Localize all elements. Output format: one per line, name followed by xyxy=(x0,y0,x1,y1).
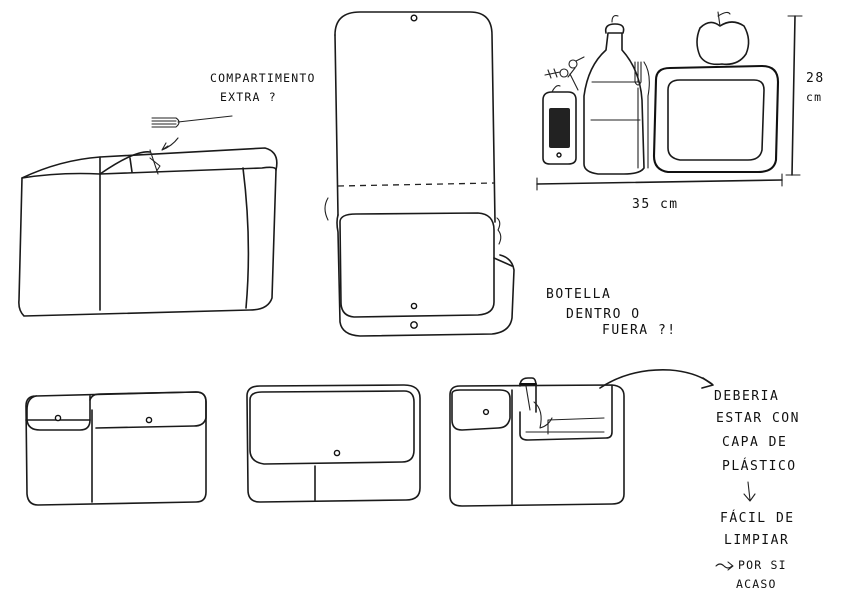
height-dimension-value: 28 xyxy=(806,71,825,86)
two-pocket-bag-sketch xyxy=(25,391,207,506)
height-dimension-unit: cm xyxy=(806,90,822,104)
squiggle-arrow xyxy=(715,561,734,571)
flap-bag-sketch xyxy=(246,384,421,503)
note-line5: FÁCIL DE xyxy=(720,510,795,526)
bottle-label-line1: BOTELLA xyxy=(546,287,611,302)
down-arrow xyxy=(743,481,756,502)
width-dimension-label: 35 cm xyxy=(632,197,679,212)
note-line6: LIMPIAR xyxy=(724,533,789,548)
note-line7: POR SI xyxy=(738,558,787,572)
open-bag-sketch xyxy=(18,115,278,317)
open-compartment-bag-sketch xyxy=(449,377,625,507)
note-line3: CAPA DE xyxy=(722,435,787,450)
note-line2: ESTAR CON xyxy=(716,411,800,426)
note-arrowhead xyxy=(701,377,714,389)
note-line1: DEBERIA xyxy=(714,389,779,404)
compartment-label-line2: EXTRA ? xyxy=(220,90,277,104)
tall-bag-sketch xyxy=(324,11,515,337)
bottle-label-line3: FUERA ?! xyxy=(602,323,677,338)
note-arrow xyxy=(599,369,713,389)
compartment-label-line1: COMPARTIMENTO xyxy=(210,71,316,85)
bottle-label-line2: DENTRO O xyxy=(566,307,641,322)
contents-sketch xyxy=(536,11,803,191)
note-line8: ACASO xyxy=(736,577,777,591)
note-line4: PLÁSTICO xyxy=(722,458,797,474)
